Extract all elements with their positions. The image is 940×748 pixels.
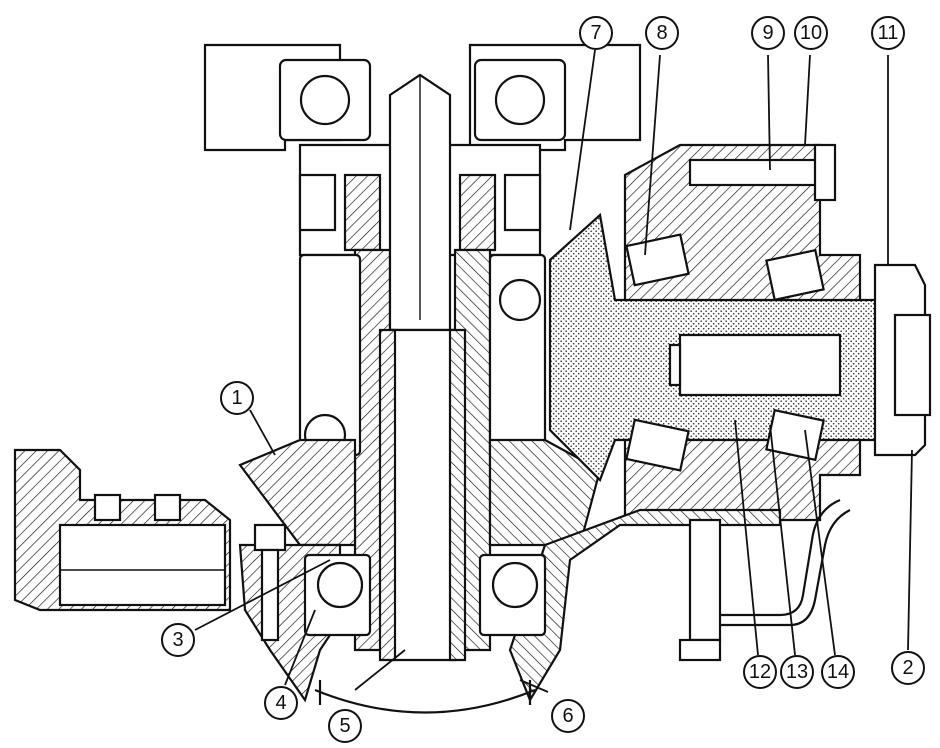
callout-1: 1	[220, 381, 254, 415]
callout-1-label: 1	[231, 387, 242, 409]
callout-2: 2	[891, 651, 925, 685]
callout-9: 9	[751, 16, 785, 50]
callout-3-label: 3	[172, 629, 183, 651]
callout-13: 13	[780, 655, 814, 689]
bottom-cap	[314, 680, 536, 714]
callout-5: 5	[328, 709, 362, 743]
callout-3: 3	[161, 623, 195, 657]
callout-7: 7	[579, 16, 613, 50]
taper-bearing-lower-left	[625, 418, 690, 472]
callout-4-label: 4	[275, 692, 286, 714]
callout-9-label: 9	[762, 22, 773, 44]
mid-right-bearing	[488, 253, 547, 457]
pinion-nut	[873, 263, 932, 457]
callout-4: 4	[264, 686, 298, 720]
callout-10: 10	[794, 16, 828, 50]
callout-8: 8	[645, 16, 679, 50]
leader-lines	[194, 49, 913, 693]
callout-6: 6	[551, 699, 585, 733]
left-mount	[13, 448, 232, 612]
taper-bearing-upper-right	[765, 248, 825, 302]
callout-13-label: 13	[786, 661, 808, 683]
left-bolt	[253, 523, 287, 642]
callout-2-label: 2	[902, 657, 913, 679]
pinion-gear	[548, 212, 882, 482]
callout-10-label: 10	[800, 22, 822, 44]
callout-14: 14	[821, 655, 855, 689]
mid-left-bearing	[298, 253, 362, 457]
main-spindle	[353, 73, 492, 662]
flange-bolt	[688, 143, 837, 202]
callout-11-label: 11	[878, 22, 899, 44]
callout-12-label: 12	[749, 661, 771, 683]
breather-pipe	[678, 498, 851, 662]
callout-12: 12	[743, 655, 777, 689]
bevel-gear-ring	[238, 438, 602, 547]
taper-bearing-upper-left	[625, 233, 690, 287]
callout-5-label: 5	[339, 715, 350, 737]
callout-7-label: 7	[590, 22, 601, 44]
callout-8-label: 8	[656, 22, 667, 44]
lower-right-ball-bearing	[478, 553, 547, 637]
callout-11: 11	[871, 16, 905, 50]
top-left-ball-bearing	[278, 58, 372, 142]
top-right-ball-bearing	[473, 58, 567, 142]
lower-left-ball-bearing	[303, 553, 372, 637]
callout-14-label: 14	[827, 661, 849, 683]
callout-6-label: 6	[562, 705, 573, 727]
